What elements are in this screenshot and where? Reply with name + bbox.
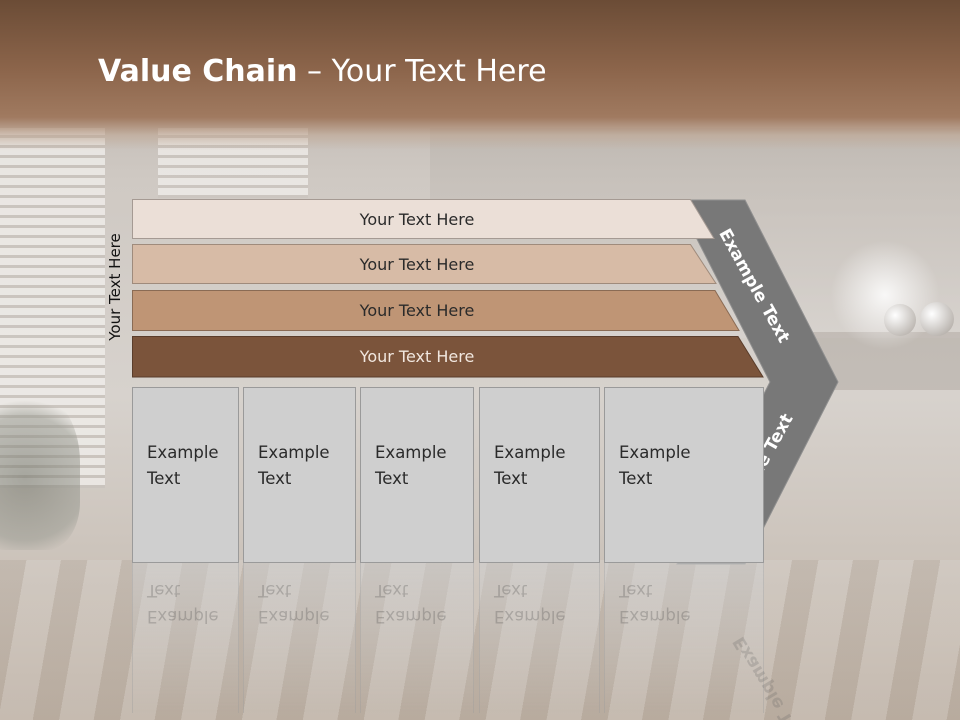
row-label: Your Text Here xyxy=(359,300,475,320)
row-shape xyxy=(132,244,717,284)
header-band: Value Chain – Your Text Here xyxy=(0,0,960,150)
box-text: Example Text xyxy=(147,443,219,488)
row-label: Your Text Here xyxy=(359,346,475,366)
box-text: Example Text xyxy=(619,443,691,488)
background-glass-sphere xyxy=(920,302,954,336)
example-box-3: Example Text xyxy=(360,387,474,563)
example-box-4: Example Text xyxy=(479,387,600,563)
box-reflection: Example Text xyxy=(243,563,356,713)
box-reflection: Example Text xyxy=(360,563,474,713)
row-label: Your Text Here xyxy=(359,209,475,229)
row-shape xyxy=(132,336,764,378)
box-text: Example Text xyxy=(375,443,447,488)
reflection-text: Example Text xyxy=(619,581,691,626)
background-glass-sphere xyxy=(884,304,916,336)
reflection-text: Example Text xyxy=(147,581,219,626)
box-text: Example Text xyxy=(258,443,330,488)
row-2: Your Text Here xyxy=(132,244,717,284)
box-reflection: Example Text xyxy=(479,563,600,713)
example-box-2: Example Text xyxy=(243,387,356,563)
row-label: Your Text Here xyxy=(359,254,475,274)
title-rest: – Your Text Here xyxy=(297,54,547,89)
title-bold: Value Chain xyxy=(98,54,298,89)
row-shape xyxy=(132,199,715,239)
reflection-text: Example Text xyxy=(375,581,447,626)
box-text: Example Text xyxy=(494,443,566,488)
example-box-1: Example Text xyxy=(132,387,239,563)
slide-title: Value Chain – Your Text Here xyxy=(98,54,547,89)
example-box-5: Example Text xyxy=(604,387,764,563)
background-plant xyxy=(0,390,80,550)
row-4: Your Text Here xyxy=(132,336,764,378)
box-reflection: Example Text xyxy=(132,563,239,713)
reflection-text: Example Text xyxy=(258,581,330,626)
background-lamp-glow xyxy=(830,240,940,350)
row-1: Your Text Here xyxy=(132,199,715,239)
reflection-text: Example Text xyxy=(494,581,566,626)
row-shape xyxy=(132,290,740,331)
row-3: Your Text Here xyxy=(132,290,740,331)
